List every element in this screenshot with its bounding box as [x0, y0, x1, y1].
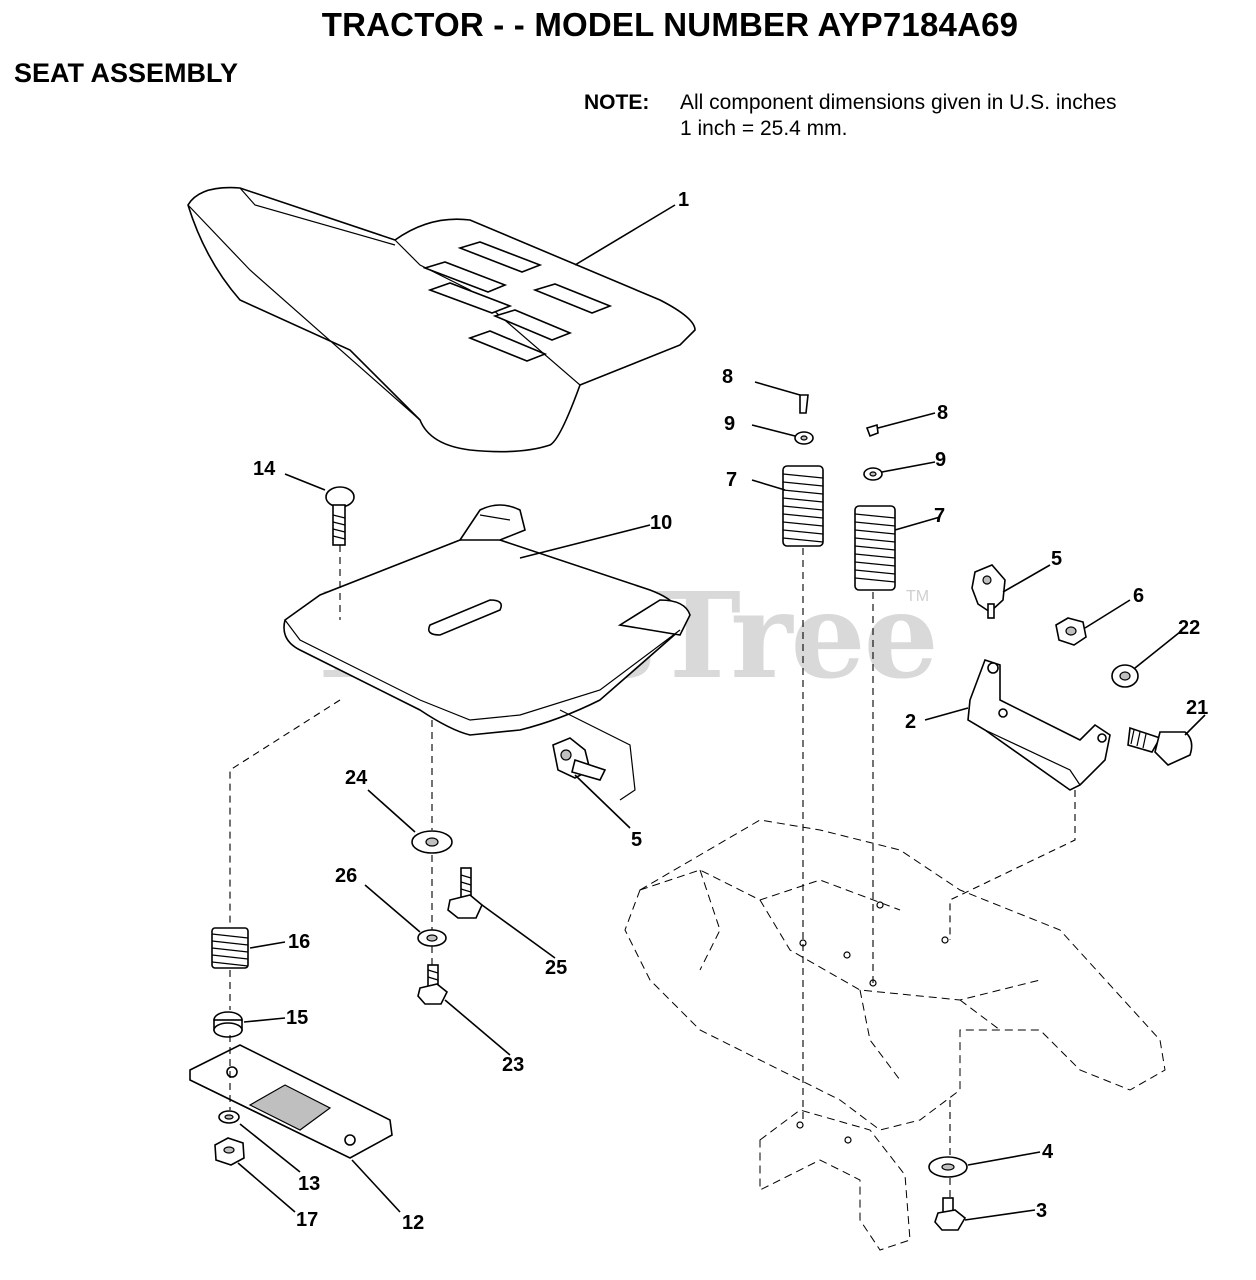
shoulder-bolt-part-21 — [1127, 726, 1193, 766]
spacer-part-22 — [1111, 664, 1139, 688]
callout-5-right: 5 — [1051, 548, 1062, 570]
spring-part-7-left — [782, 465, 824, 547]
callout-15: 15 — [286, 1007, 308, 1029]
washer-part-13 — [218, 1110, 240, 1124]
callout-16: 16 — [288, 931, 310, 953]
bushing-part-15 — [213, 1011, 243, 1038]
callout-13: 13 — [298, 1173, 320, 1195]
callout-6: 6 — [1133, 585, 1144, 607]
callout-21: 21 — [1186, 697, 1208, 719]
bolt-part-25 — [447, 867, 483, 919]
callout-24: 24 — [345, 767, 368, 789]
page-title: TRACTOR - - MODEL NUMBER AYP7184A69 — [321, 6, 1019, 43]
spring-part-7-right — [854, 505, 896, 591]
callout-9-left: 9 — [724, 413, 735, 435]
callout-14: 14 — [253, 458, 276, 480]
pivot-bracket-part-2 — [967, 658, 1111, 791]
latch-part-5-right — [971, 564, 1006, 619]
callout-25: 25 — [545, 957, 567, 979]
callout-26: 26 — [335, 865, 357, 887]
leader-lines — [237, 204, 1206, 1221]
watermark-trademark: TM — [906, 588, 930, 605]
latch-part-5-left — [552, 709, 636, 801]
bolt-part-3 — [934, 1197, 967, 1231]
callout-17: 17 — [296, 1209, 318, 1231]
callout-10: 10 — [650, 512, 672, 534]
nut-part-6 — [1055, 617, 1087, 646]
washer-part-9-left — [794, 431, 814, 445]
bolt-part-23 — [417, 964, 449, 1005]
callout-7-left: 7 — [726, 469, 737, 491]
lock-washer-part-26 — [417, 929, 447, 947]
note-label: NOTE: — [584, 91, 650, 114]
washer-part-24 — [411, 830, 453, 854]
seat-pan-part-10 — [283, 504, 691, 736]
note-line-1: All component dimensions given in U.S. i… — [680, 91, 1117, 114]
callout-5-left: 5 — [631, 829, 642, 851]
callout-8-left: 8 — [722, 366, 733, 388]
callout-22: 22 — [1178, 617, 1200, 639]
callout-8-right: 8 — [937, 402, 948, 424]
callout-7-right: 7 — [934, 505, 945, 527]
seat-part-1 — [187, 186, 696, 453]
assembly-axes — [229, 545, 1076, 1198]
washer-part-9-right — [863, 467, 883, 481]
callout-1: 1 — [678, 189, 689, 211]
section-title: SEAT ASSEMBLY — [14, 58, 239, 88]
callout-4: 4 — [1042, 1141, 1054, 1163]
slide-rail-part-12 — [189, 1044, 393, 1159]
note-line-2: 1 inch = 25.4 mm. — [680, 117, 848, 140]
cotter-pin-part-8-right — [865, 423, 879, 438]
nut-part-17 — [214, 1137, 245, 1166]
callout-3: 3 — [1036, 1200, 1047, 1222]
callout-12: 12 — [402, 1212, 424, 1234]
callout-23: 23 — [502, 1054, 524, 1076]
callout-2: 2 — [905, 711, 916, 733]
tractor-frame — [624, 819, 1166, 1251]
cotter-pin-part-8-left — [799, 394, 809, 414]
callout-9-right: 9 — [935, 449, 946, 471]
carriage-bolt-part-14 — [325, 486, 355, 546]
washer-part-4 — [928, 1156, 968, 1178]
callouts: 1 8 9 7 8 9 7 14 10 5 6 22 2 21 5 24 26 … — [253, 189, 1208, 1234]
spring-part-16 — [211, 927, 249, 969]
